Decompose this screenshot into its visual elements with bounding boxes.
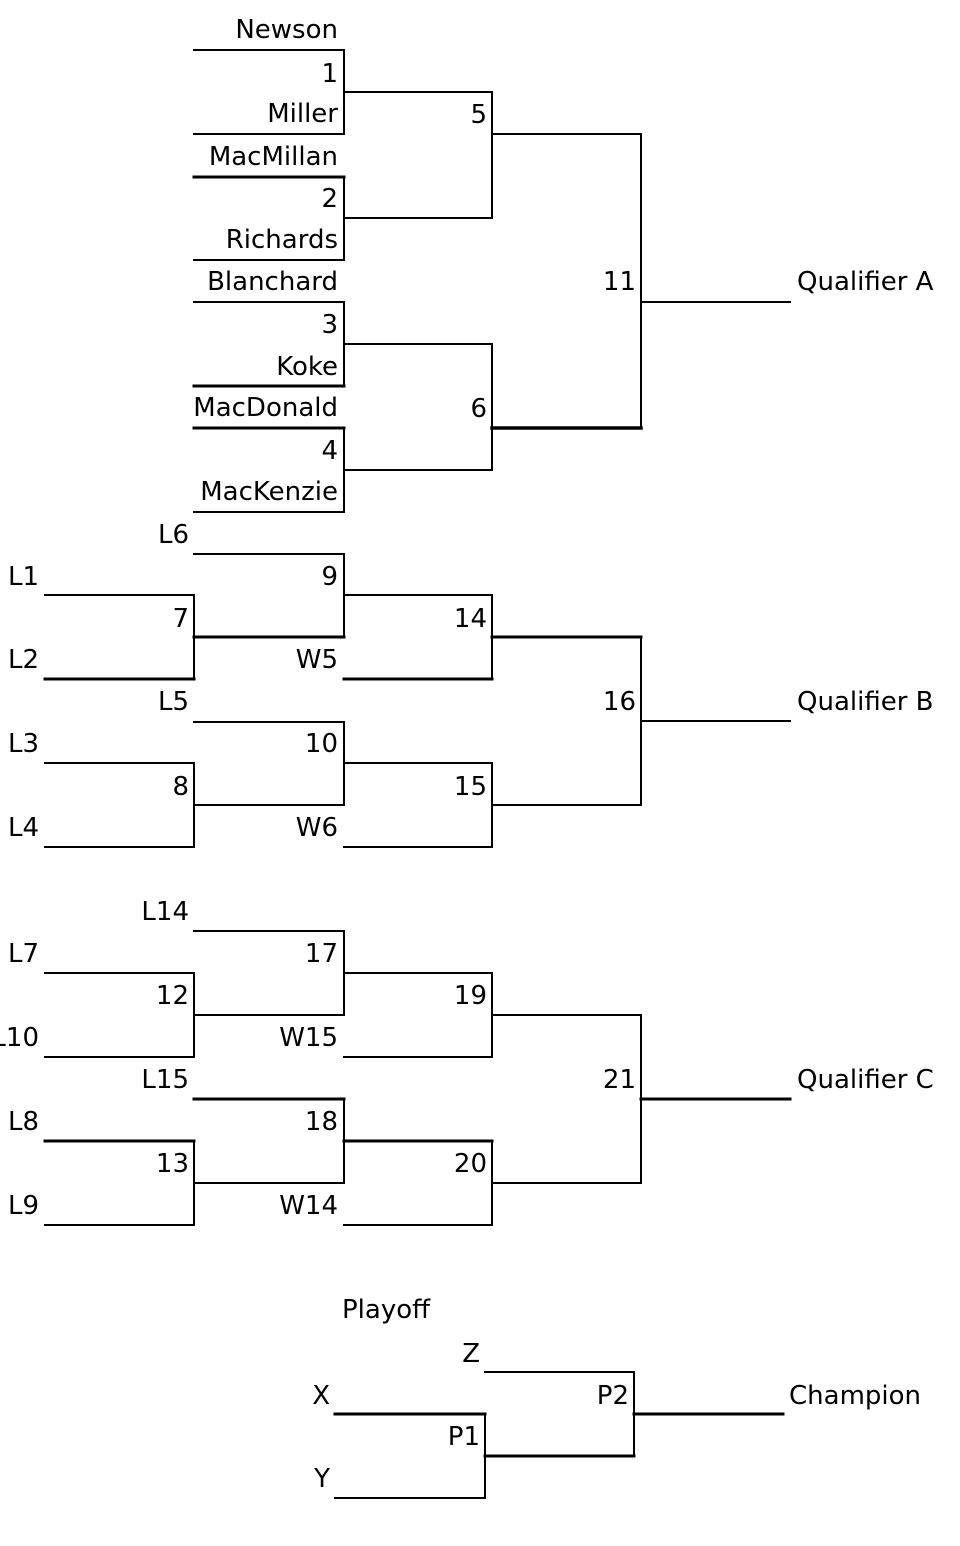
playoff-title: Playoff [342, 1295, 431, 1325]
game-9-label: 9 [321, 562, 338, 592]
bracket-c-lines [43, 930, 792, 1226]
entrant-mackenzie: MacKenzie [200, 477, 338, 507]
game-p2-label: P2 [597, 1381, 629, 1411]
game-17-label: 17 [305, 939, 338, 969]
entrant-l6: L6 [158, 520, 189, 550]
playoff-lines [333, 1371, 785, 1499]
entrant-macmillan: MacMillan [209, 142, 338, 172]
qualifier-a-label: Qualifier A [797, 267, 934, 297]
game-15-label: 15 [454, 772, 487, 802]
game-11-label: 11 [603, 267, 636, 297]
bracket-a-lines [192, 49, 791, 513]
game-4-label: 4 [321, 436, 338, 466]
game-p1-label: P1 [448, 1422, 480, 1452]
entrant-x: X [312, 1381, 330, 1411]
game-19-label: 19 [454, 981, 487, 1011]
entrant-y: Y [313, 1464, 330, 1494]
entrant-miller: Miller [267, 99, 338, 129]
game-14-label: 14 [454, 604, 487, 634]
entrant-l2: L2 [8, 645, 39, 675]
entrant-l14: L14 [141, 897, 189, 927]
game-18-label: 18 [305, 1107, 338, 1137]
champion-label: Champion [789, 1381, 921, 1411]
entrant-l3: L3 [8, 729, 39, 759]
game-3-label: 3 [321, 310, 338, 340]
entrant-w14: W14 [279, 1191, 338, 1221]
entrant-l1: L1 [8, 562, 39, 592]
qualifier-c-label: Qualifier C [797, 1065, 934, 1095]
entrant-newson: Newson [235, 15, 338, 45]
entrant-macdonald: MacDonald [193, 393, 338, 423]
game-16-label: 16 [603, 687, 636, 717]
game-10-label: 10 [305, 729, 338, 759]
qualifier-b-label: Qualifier B [797, 687, 934, 717]
entrant-l10: L10 [0, 1023, 39, 1053]
playoff-bracket: Playoff Z X Y P1 P2 Champion [312, 1295, 921, 1499]
entrant-l7: L7 [8, 939, 39, 969]
entrant-blanchard: Blanchard [207, 267, 338, 297]
entrant-l9: L9 [8, 1191, 39, 1221]
entrant-w15: W15 [279, 1023, 338, 1053]
entrant-l8: L8 [8, 1107, 39, 1137]
game-5-label: 5 [470, 100, 487, 130]
game-8-label: 8 [172, 772, 189, 802]
entrant-z: Z [462, 1339, 480, 1369]
game-20-label: 20 [454, 1149, 487, 1179]
bracket-a: Newson Miller MacMillan Richards Blancha… [192, 15, 934, 513]
entrant-koke: Koke [276, 352, 338, 382]
bracket-b: L6 L1 L2 W5 L5 L3 L4 W6 7 8 9 10 14 15 1… [8, 520, 934, 848]
entrant-w5: W5 [296, 645, 338, 675]
entrant-l4: L4 [8, 813, 39, 843]
entrant-l15: L15 [141, 1065, 189, 1095]
game-21-label: 21 [603, 1065, 636, 1095]
game-7-label: 7 [172, 604, 189, 634]
game-1-label: 1 [321, 59, 338, 89]
game-12-label: 12 [156, 981, 189, 1011]
bracket-c: L14 L7 L10 W15 L15 L8 L9 W14 12 13 17 18… [0, 897, 934, 1226]
game-2-label: 2 [321, 184, 338, 214]
game-13-label: 13 [156, 1149, 189, 1179]
entrant-richards: Richards [226, 225, 338, 255]
entrant-l5: L5 [158, 687, 189, 717]
game-6-label: 6 [470, 394, 487, 424]
bracket-b-lines [43, 553, 791, 848]
entrant-w6: W6 [296, 813, 338, 843]
